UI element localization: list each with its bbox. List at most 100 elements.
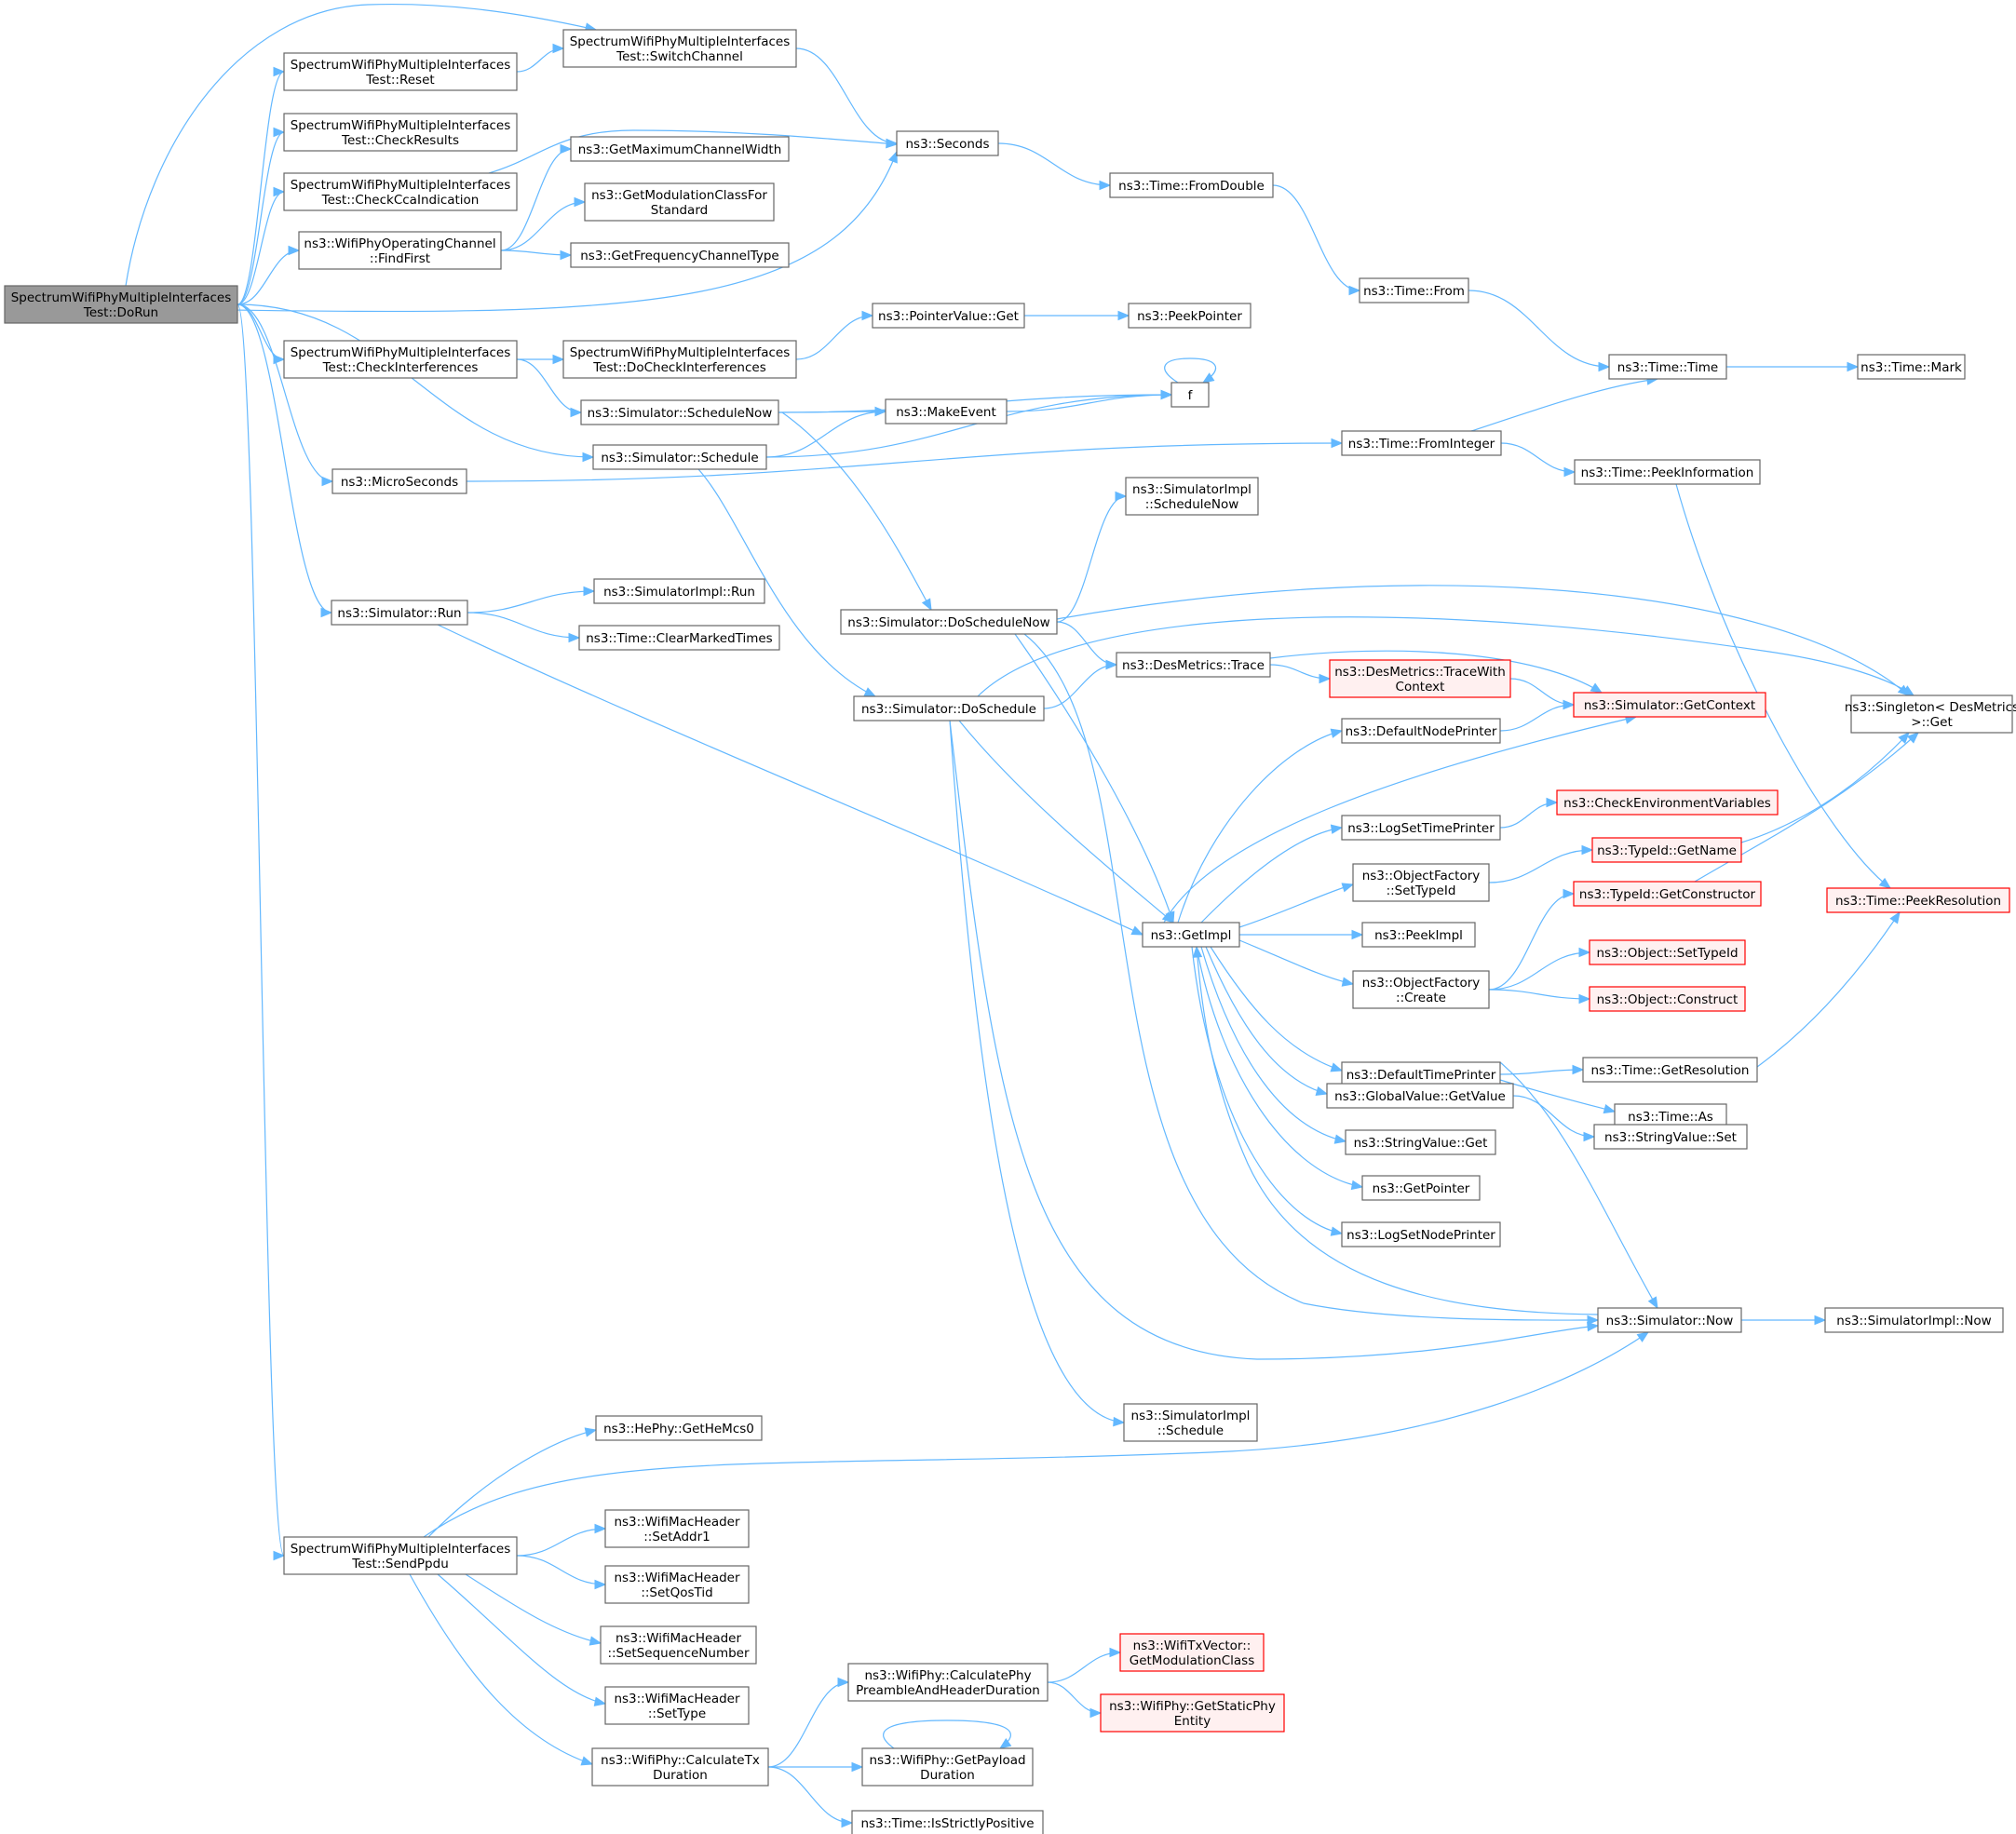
- node-box[interactable]: [283, 172, 518, 211]
- node-fromint[interactable]: ns3::Time::FromInteger: [1341, 430, 1502, 456]
- node-box[interactable]: [1341, 430, 1502, 456]
- node-box[interactable]: [1116, 652, 1271, 678]
- node-checkinterf[interactable]: SpectrumWifiPhyMultipleInterfacesTest::C…: [283, 340, 518, 379]
- node-box[interactable]: [591, 1747, 769, 1787]
- node-getctor[interactable]: ns3::TypeId::GetConstructor: [1573, 881, 1762, 907]
- node-box[interactable]: [1359, 277, 1469, 303]
- node-getfreqct[interactable]: ns3::GetFrequencyChannelType: [570, 242, 790, 268]
- node-logsetnode[interactable]: ns3::LogSetNodePrinter: [1341, 1221, 1501, 1247]
- node-isstrict[interactable]: ns3::Time::IsStrictlyPositive: [851, 1810, 1044, 1834]
- node-fromdouble[interactable]: ns3::Time::FromDouble: [1109, 172, 1274, 198]
- node-getres[interactable]: ns3::Time::GetResolution: [1582, 1057, 1758, 1083]
- node-settype[interactable]: ns3::WifiMacHeader::SetType: [604, 1686, 750, 1725]
- node-box[interactable]: [1128, 303, 1252, 329]
- node-box[interactable]: [1341, 815, 1501, 841]
- node-timemark[interactable]: ns3::Time::Mark: [1857, 354, 1966, 380]
- node-setqostid[interactable]: ns3::WifiMacHeader::SetQosTid: [604, 1565, 750, 1604]
- node-box[interactable]: [283, 340, 518, 379]
- node-box[interactable]: [1361, 922, 1476, 948]
- node-getgemcs0[interactable]: ns3::HePhy::GetHeMcs0: [595, 1415, 763, 1441]
- node-box[interactable]: [4, 285, 238, 324]
- node-peekinfo[interactable]: ns3::Time::PeekInformation: [1574, 459, 1761, 485]
- node-docheckinterf[interactable]: SpectrumWifiPhyMultipleInterfacesTest::D…: [562, 340, 797, 379]
- node-objconstruct[interactable]: ns3::Object::Construct: [1589, 986, 1746, 1012]
- node-implnow[interactable]: ns3::SimulatorImpl::Now: [1824, 1307, 2004, 1333]
- node-setseqnum[interactable]: ns3::WifiMacHeader::SetSequenceNumber: [600, 1625, 757, 1665]
- node-box[interactable]: [283, 52, 518, 91]
- node-makeevent[interactable]: ns3::MakeEvent: [885, 398, 1008, 425]
- node-defnodepr[interactable]: ns3::DefaultNodePrinter: [1341, 718, 1501, 744]
- node-implschednow[interactable]: ns3::SimulatorImpl::ScheduleNow: [1125, 477, 1259, 516]
- node-box[interactable]: [1345, 1129, 1496, 1155]
- node-f[interactable]: f: [1170, 382, 1210, 408]
- node-destrace[interactable]: ns3::DesMetrics::Trace: [1116, 652, 1271, 678]
- node-dosched[interactable]: ns3::Simulator::DoSchedule: [853, 695, 1045, 721]
- node-doschednow[interactable]: ns3::Simulator::DoScheduleNow: [840, 609, 1058, 635]
- node-box[interactable]: [1170, 382, 1210, 408]
- node-simnow[interactable]: ns3::Simulator::Now: [1597, 1307, 1742, 1333]
- node-box[interactable]: [1326, 1083, 1514, 1109]
- node-box[interactable]: [1857, 354, 1966, 380]
- node-box[interactable]: [604, 1686, 750, 1725]
- node-box[interactable]: [1109, 172, 1274, 198]
- node-box[interactable]: [592, 444, 767, 470]
- node-box[interactable]: [570, 242, 790, 268]
- node-box[interactable]: [604, 1565, 750, 1604]
- node-box[interactable]: [331, 600, 468, 626]
- node-box[interactable]: [885, 398, 1008, 425]
- node-box[interactable]: [298, 231, 502, 270]
- node-box[interactable]: [1591, 837, 1742, 863]
- node-ptrget[interactable]: ns3::PointerValue::Get: [872, 303, 1025, 329]
- node-box[interactable]: [1597, 1307, 1742, 1333]
- node-peekimpl[interactable]: ns3::PeekImpl: [1361, 922, 1476, 948]
- node-box[interactable]: [562, 340, 797, 379]
- node-seconds[interactable]: ns3::Seconds: [896, 130, 999, 156]
- node-clearmarked[interactable]: ns3::Time::ClearMarkedTimes: [578, 625, 780, 651]
- node-gettypename[interactable]: ns3::TypeId::GetName: [1591, 837, 1742, 863]
- node-box[interactable]: [604, 1509, 750, 1548]
- node-checkcca[interactable]: SpectrumWifiPhyMultipleInterfacesTest::C…: [283, 172, 518, 211]
- node-box[interactable]: [578, 625, 780, 651]
- node-box[interactable]: [1125, 477, 1259, 516]
- node-box[interactable]: [1593, 1124, 1748, 1150]
- node-box[interactable]: [1582, 1057, 1758, 1083]
- node-box[interactable]: [331, 468, 467, 494]
- node-box[interactable]: [1608, 354, 1727, 380]
- node-box[interactable]: [283, 1536, 518, 1575]
- node-sched[interactable]: ns3::Simulator::Schedule: [592, 444, 767, 470]
- node-box[interactable]: [1123, 1403, 1258, 1442]
- node-singleton[interactable]: ns3::Singleton< DesMetrics >::Get: [1845, 694, 2016, 734]
- node-box[interactable]: [1573, 881, 1762, 907]
- node-strget[interactable]: ns3::StringValue::Get: [1345, 1129, 1496, 1155]
- node-box[interactable]: [1142, 922, 1240, 948]
- node-getcontext[interactable]: ns3::Simulator::GetContext: [1573, 692, 1766, 718]
- node-box[interactable]: [1826, 887, 2010, 913]
- node-checkenv[interactable]: ns3::CheckEnvironmentVariables: [1556, 789, 1779, 816]
- node-timefrom[interactable]: ns3::Time::From: [1359, 277, 1469, 303]
- node-box[interactable]: [851, 1810, 1044, 1834]
- node-gvgetvalue[interactable]: ns3::GlobalValue::GetValue: [1326, 1083, 1514, 1109]
- node-getpointer[interactable]: ns3::GetPointer: [1361, 1175, 1481, 1201]
- node-getmodclass[interactable]: ns3::WifiTxVector::GetModulationClass: [1119, 1633, 1265, 1672]
- node-box[interactable]: [1556, 789, 1779, 816]
- node-box[interactable]: [1352, 970, 1490, 1009]
- node-box[interactable]: [853, 695, 1045, 721]
- node-calcpreamble[interactable]: ns3::WifiPhy::CalculatePhyPreambleAndHea…: [847, 1663, 1049, 1702]
- node-sendppdu[interactable]: SpectrumWifiPhyMultipleInterfacesTest::S…: [283, 1536, 518, 1575]
- node-deftimepr[interactable]: ns3::DefaultTimePrinter: [1341, 1061, 1501, 1087]
- node-logsettime[interactable]: ns3::LogSetTimePrinter: [1341, 815, 1501, 841]
- node-box[interactable]: [1100, 1693, 1285, 1733]
- node-box[interactable]: [1573, 692, 1766, 718]
- node-box[interactable]: [861, 1747, 1034, 1787]
- node-box[interactable]: [1574, 459, 1761, 485]
- node-box[interactable]: [896, 130, 999, 156]
- node-box[interactable]: [1352, 863, 1490, 902]
- node-implrun[interactable]: ns3::SimulatorImpl::Run: [593, 578, 765, 604]
- node-box[interactable]: [283, 113, 518, 152]
- node-box[interactable]: [580, 399, 779, 425]
- node-objsettypeid[interactable]: ns3::Object::SetTypeId: [1589, 939, 1746, 965]
